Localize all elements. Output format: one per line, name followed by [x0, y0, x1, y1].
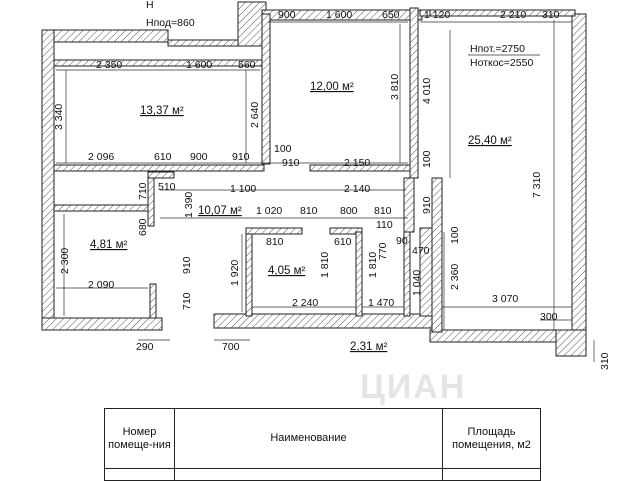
watermark: ЦИАН	[360, 368, 467, 406]
dim-label: 650	[382, 9, 400, 21]
dim-label: 90	[396, 235, 408, 247]
note-h-pod: Hпод=860	[146, 17, 195, 29]
dim-label: 2 350	[96, 59, 122, 71]
dim-label: 2 240	[292, 297, 318, 309]
room-area-6: 4,05 м²	[268, 265, 305, 277]
dim-label: 100	[449, 226, 461, 244]
dimension-labels: 900 1 600 650 1 120 2 210 310 2 350 1 60…	[88, 9, 560, 353]
note-h-otkos: Hоткос=2550	[470, 57, 533, 69]
dim-label: 1 390	[183, 192, 195, 218]
dim-label: 2 640	[249, 102, 261, 128]
dim-label: 2 300	[59, 248, 71, 274]
dim-label: 470	[412, 245, 430, 257]
dim-label: 1 100	[230, 183, 256, 195]
dim-label: 300	[540, 311, 558, 323]
dim-label: 2 360	[449, 264, 461, 290]
dim-label: 810	[300, 205, 318, 217]
table-header-area: Площадь помещения, м2	[442, 408, 541, 469]
dim-label: 2 090	[88, 279, 114, 291]
room-area-7: 2,31 м²	[350, 341, 387, 353]
table-header-name: Наименование	[174, 408, 443, 469]
note-h-top: H	[146, 0, 154, 11]
dim-label: 1 470	[368, 297, 394, 309]
room-area-1: 13,37 м²	[140, 105, 184, 117]
dim-label: 2 150	[344, 157, 370, 169]
dim-label: 700	[222, 341, 240, 353]
dim-label: 110	[376, 219, 393, 231]
rooms-table: Номер помеще-ния Наименование Площадь по…	[104, 408, 541, 481]
dim-label: 310	[599, 352, 611, 370]
dim-label: 3 070	[492, 293, 518, 305]
dim-label: 1 020	[256, 205, 282, 217]
room-area-2: 12,00 м²	[310, 81, 354, 93]
dim-label: 2 210	[500, 9, 526, 21]
table-cell	[104, 468, 175, 481]
dim-label: 510	[158, 181, 176, 193]
dim-label: 610	[334, 236, 352, 248]
table-cell	[174, 468, 443, 481]
dim-label: 310	[542, 9, 560, 21]
dim-label: 1 600	[186, 59, 212, 71]
dim-label: 1 600	[326, 9, 352, 21]
dim-label: 710	[137, 182, 149, 200]
dim-label: 770	[377, 242, 389, 260]
dim-label: 710	[181, 292, 193, 310]
dim-label: 610	[154, 151, 172, 163]
dim-label: 2 140	[344, 183, 370, 195]
dim-label: 900	[278, 9, 296, 21]
dim-label: 910	[282, 157, 300, 169]
dim-label: 1 810	[367, 252, 379, 278]
walls	[41, 1, 587, 357]
dim-label: 100	[421, 150, 433, 168]
note-h-pot: Hпот.=2750	[470, 43, 525, 55]
dim-label: 1 040	[411, 270, 423, 296]
dim-label: 900	[190, 151, 208, 163]
dim-label: 1 920	[229, 260, 241, 286]
room-area-5: 4,81 м²	[90, 239, 127, 251]
dim-label: 2 096	[88, 151, 114, 163]
dim-label: 560	[238, 59, 256, 71]
dim-label: 810	[374, 205, 392, 217]
dim-label: 3 340	[53, 104, 65, 130]
dim-label: 800	[340, 205, 358, 217]
dim-label: 810	[266, 236, 284, 248]
dim-label: 100	[274, 143, 292, 155]
vertical-dimension-labels: 3 340 2 640 3 810 4 010 7 310 100 710 1 …	[53, 74, 611, 370]
dim-label: 1 810	[319, 252, 331, 278]
table-cell	[442, 468, 541, 481]
dim-label: 680	[137, 218, 149, 236]
dim-label: 910	[181, 256, 193, 274]
dim-label: 1 120	[424, 9, 450, 21]
dim-label: 910	[421, 196, 433, 214]
dim-label: 290	[136, 341, 154, 353]
dim-label: 910	[232, 151, 250, 163]
room-area-4: 10,07 м²	[198, 205, 242, 217]
dim-label: 7 310	[531, 172, 543, 198]
dimension-lines	[56, 20, 595, 362]
dim-label: 4 010	[421, 78, 433, 104]
dim-label: 3 810	[389, 74, 401, 100]
room-area-3: 25,40 м²	[468, 135, 512, 147]
table-header-number: Номер помеще-ния	[104, 408, 175, 469]
